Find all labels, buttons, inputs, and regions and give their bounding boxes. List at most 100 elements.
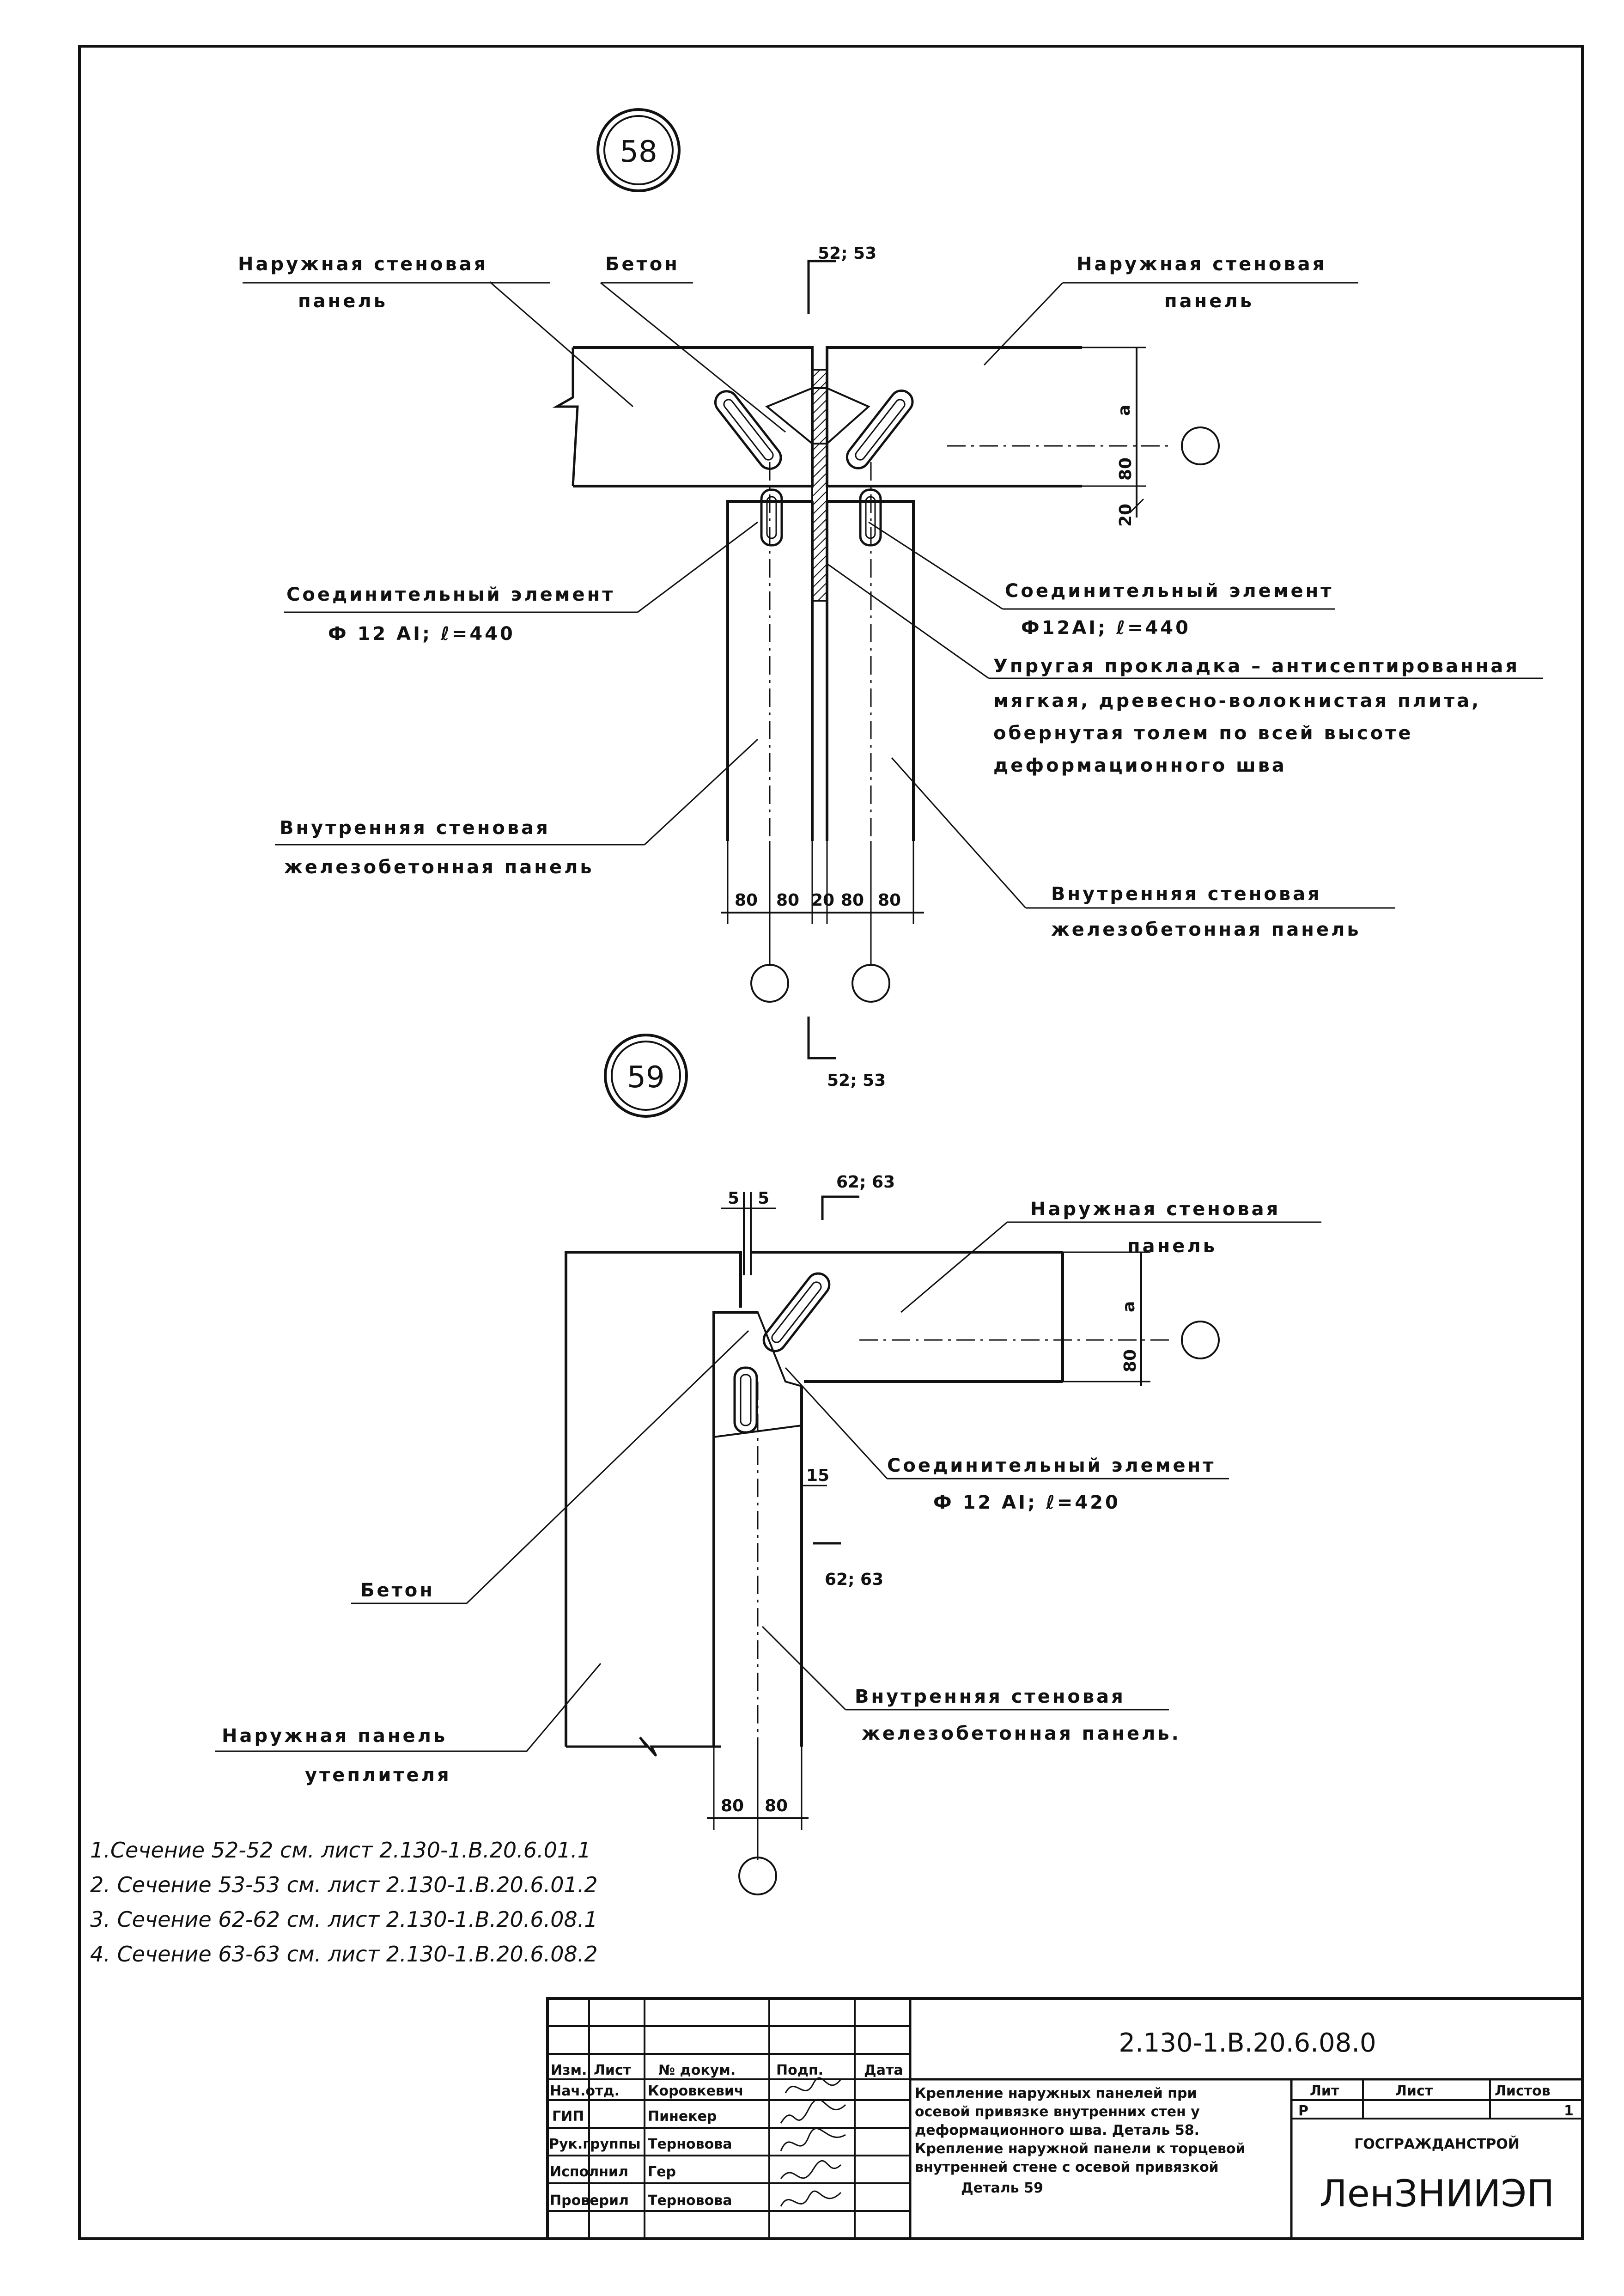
dim-5a-59: 5 <box>728 1189 739 1208</box>
label-concrete-59: Бетон <box>360 1580 435 1601</box>
label-connector-right-1: Соединительный элемент <box>1005 580 1333 602</box>
section-mark-59: 62; 63 <box>836 1173 895 1192</box>
dim-b4-58: 80 <box>841 891 864 910</box>
col-header-izm: Изм. <box>551 2062 587 2078</box>
section-mark-59-lower: 62; 63 <box>825 1570 883 1589</box>
outer-panel-left <box>552 346 814 487</box>
label-inner-right-1: Внутренняя стеновая <box>1051 883 1322 905</box>
doc-code: 2.130-1.В.20.6.08.0 <box>1119 2028 1376 2058</box>
connector-left <box>714 390 783 547</box>
dim-b2-58: 80 <box>776 891 799 910</box>
label-gasket-4: деформационного шва <box>993 755 1287 776</box>
notes: 1.Сечение 52-52 см. лист 2.130-1.В.20.6.… <box>90 1838 598 1967</box>
sheets-label: Листов <box>1495 2083 1551 2099</box>
label-outer-panel-59-2: панель <box>1127 1236 1217 1257</box>
dim-b3-58: 20 <box>811 891 834 910</box>
desc-line-6: Деталь 59 <box>961 2180 1043 2196</box>
axis-circle-inner-59 <box>738 1857 777 1895</box>
dim-b2-59: 80 <box>765 1797 788 1815</box>
sheets-value: 1 <box>1564 2103 1574 2119</box>
note-4: 4. Сечение 63-63 см. лист 2.130-1.В.20.6… <box>90 1942 598 1967</box>
col-header-list: Лист <box>594 2062 632 2078</box>
label-inner-59-1: Внутренняя стеновая <box>855 1686 1125 1707</box>
role-3: Рук.группы <box>549 2136 641 2152</box>
role-5: Проверил <box>550 2192 629 2209</box>
detail-58-marker <box>596 108 681 192</box>
col-header-date: Дата <box>864 2062 903 2078</box>
desc-line-4: Крепление наружной панели к торцевой <box>915 2141 1246 2157</box>
label-connector-left-1: Соединительный элемент <box>286 584 615 605</box>
label-concrete-58: Бетон <box>605 254 680 275</box>
inner-panel-right <box>826 500 915 841</box>
title-block: Изм. Лист № докум. Подп. Дата Нач.отд. К… <box>546 1997 1584 2240</box>
org-line-1: ГОСГРАЖДАНСТРОЙ <box>1354 2136 1520 2152</box>
label-outer-panel-left-1: Наружная стеновая <box>238 254 488 275</box>
desc-line-1: Крепление наружных панелей при <box>915 2085 1197 2101</box>
role-2: ГИП <box>552 2108 584 2125</box>
dim-5b-59: 5 <box>758 1189 769 1208</box>
dim-b5-58: 80 <box>878 891 901 910</box>
desc-line-3: деформационного шва. Деталь 58. <box>915 2122 1199 2138</box>
section-mark-bottom: 52; 53 <box>827 1071 886 1090</box>
signatures <box>780 2077 846 2207</box>
dim-a-59: a <box>1119 1301 1138 1312</box>
dim-b1-59: 80 <box>721 1797 744 1815</box>
label-gasket-2: мягкая, древесно-волокнистая плита, <box>993 690 1481 712</box>
inner-panel-left <box>726 500 814 841</box>
section-mark-top: 52; 53 <box>818 244 876 263</box>
sheet-label: Лист <box>1395 2083 1433 2099</box>
detail-58: 58 52; 53 a 80 20 <box>238 108 1543 1090</box>
dim-b1-58: 80 <box>735 891 758 910</box>
col-header-sign: Подп. <box>776 2062 823 2078</box>
outer-panel-59 <box>751 1251 1064 1383</box>
label-connector-59-1: Соединительный элемент <box>887 1455 1216 1476</box>
label-outer-panel-left-2: панель <box>298 291 388 312</box>
lit-label: Лит <box>1310 2083 1339 2099</box>
label-connector-right-2: Ф12АI; ℓ=440 <box>1021 617 1191 639</box>
label-inner-right-2: железобетонная панель <box>1051 919 1361 940</box>
label-outer-ins-2: утеплителя <box>305 1765 451 1786</box>
label-outer-panel-59-1: Наружная стеновая <box>1030 1199 1280 1220</box>
axis-circle-outer <box>1181 426 1220 465</box>
note-2: 2. Сечение 53-53 см. лист 2.130-1.В.20.6… <box>90 1872 598 1897</box>
connector-59 <box>733 1272 831 1434</box>
axis-circle-outer-59 <box>1181 1321 1220 1359</box>
name-1: Коровкевич <box>648 2083 744 2099</box>
label-connector-59-2: Ф 12 АI; ℓ=420 <box>933 1492 1120 1513</box>
role-1: Нач.отд. <box>550 2083 620 2099</box>
detail-58-number: 58 <box>620 135 657 169</box>
name-4: Гер <box>648 2164 676 2180</box>
elastic-gasket <box>811 369 828 602</box>
name-2: Пинекер <box>648 2108 717 2125</box>
label-gasket-3: обернутая толем по всей высоте <box>993 723 1413 744</box>
name-3: Терновова <box>648 2136 732 2152</box>
desc-line-2: осевой привязке внутренних стен у <box>915 2104 1200 2120</box>
note-1: 1.Сечение 52-52 см. лист 2.130-1.В.20.6.… <box>90 1838 591 1863</box>
label-inner-left-2: железобетонная панель <box>284 857 594 878</box>
col-header-doc: № докум. <box>658 2062 736 2078</box>
detail-59: 59 62; 63 5 5 a 80 <box>215 1034 1321 1895</box>
axis-circle-inner-left <box>750 964 789 1003</box>
dim-80-59: 80 <box>1121 1349 1140 1372</box>
org-line-2: ЛенЗНИИЭП <box>1320 2172 1555 2215</box>
label-inner-left-1: Внутренняя стеновая <box>280 817 550 839</box>
label-outer-panel-right-1: Наружная стеновая <box>1077 254 1326 275</box>
dim-80-58: 80 <box>1116 457 1135 481</box>
dim-20-58: 20 <box>1116 504 1135 527</box>
note-3: 3. Сечение 62-62 см. лист 2.130-1.В.20.6… <box>90 1907 598 1932</box>
detail-59-marker <box>604 1034 688 1118</box>
connector-right <box>845 389 914 547</box>
label-outer-ins-1: Наружная панель <box>222 1725 447 1747</box>
lit-value: Р <box>1298 2103 1308 2119</box>
label-connector-left-2: Ф 12 АI; ℓ=440 <box>328 623 515 645</box>
label-inner-59-2: железобетонная панель. <box>862 1723 1181 1744</box>
role-4: Исполнил <box>550 2164 628 2180</box>
desc-line-5: внутренней стене с осевой привязкой <box>915 2159 1219 2175</box>
dim-15-59: 15 <box>806 1466 829 1485</box>
name-5: Терновова <box>648 2192 732 2209</box>
dim-a-58: a <box>1115 405 1134 416</box>
detail-59-number: 59 <box>627 1060 664 1095</box>
label-gasket-1: Упругая прокладка – антисептированная <box>993 656 1520 677</box>
label-outer-panel-right-2: панель <box>1164 291 1254 312</box>
